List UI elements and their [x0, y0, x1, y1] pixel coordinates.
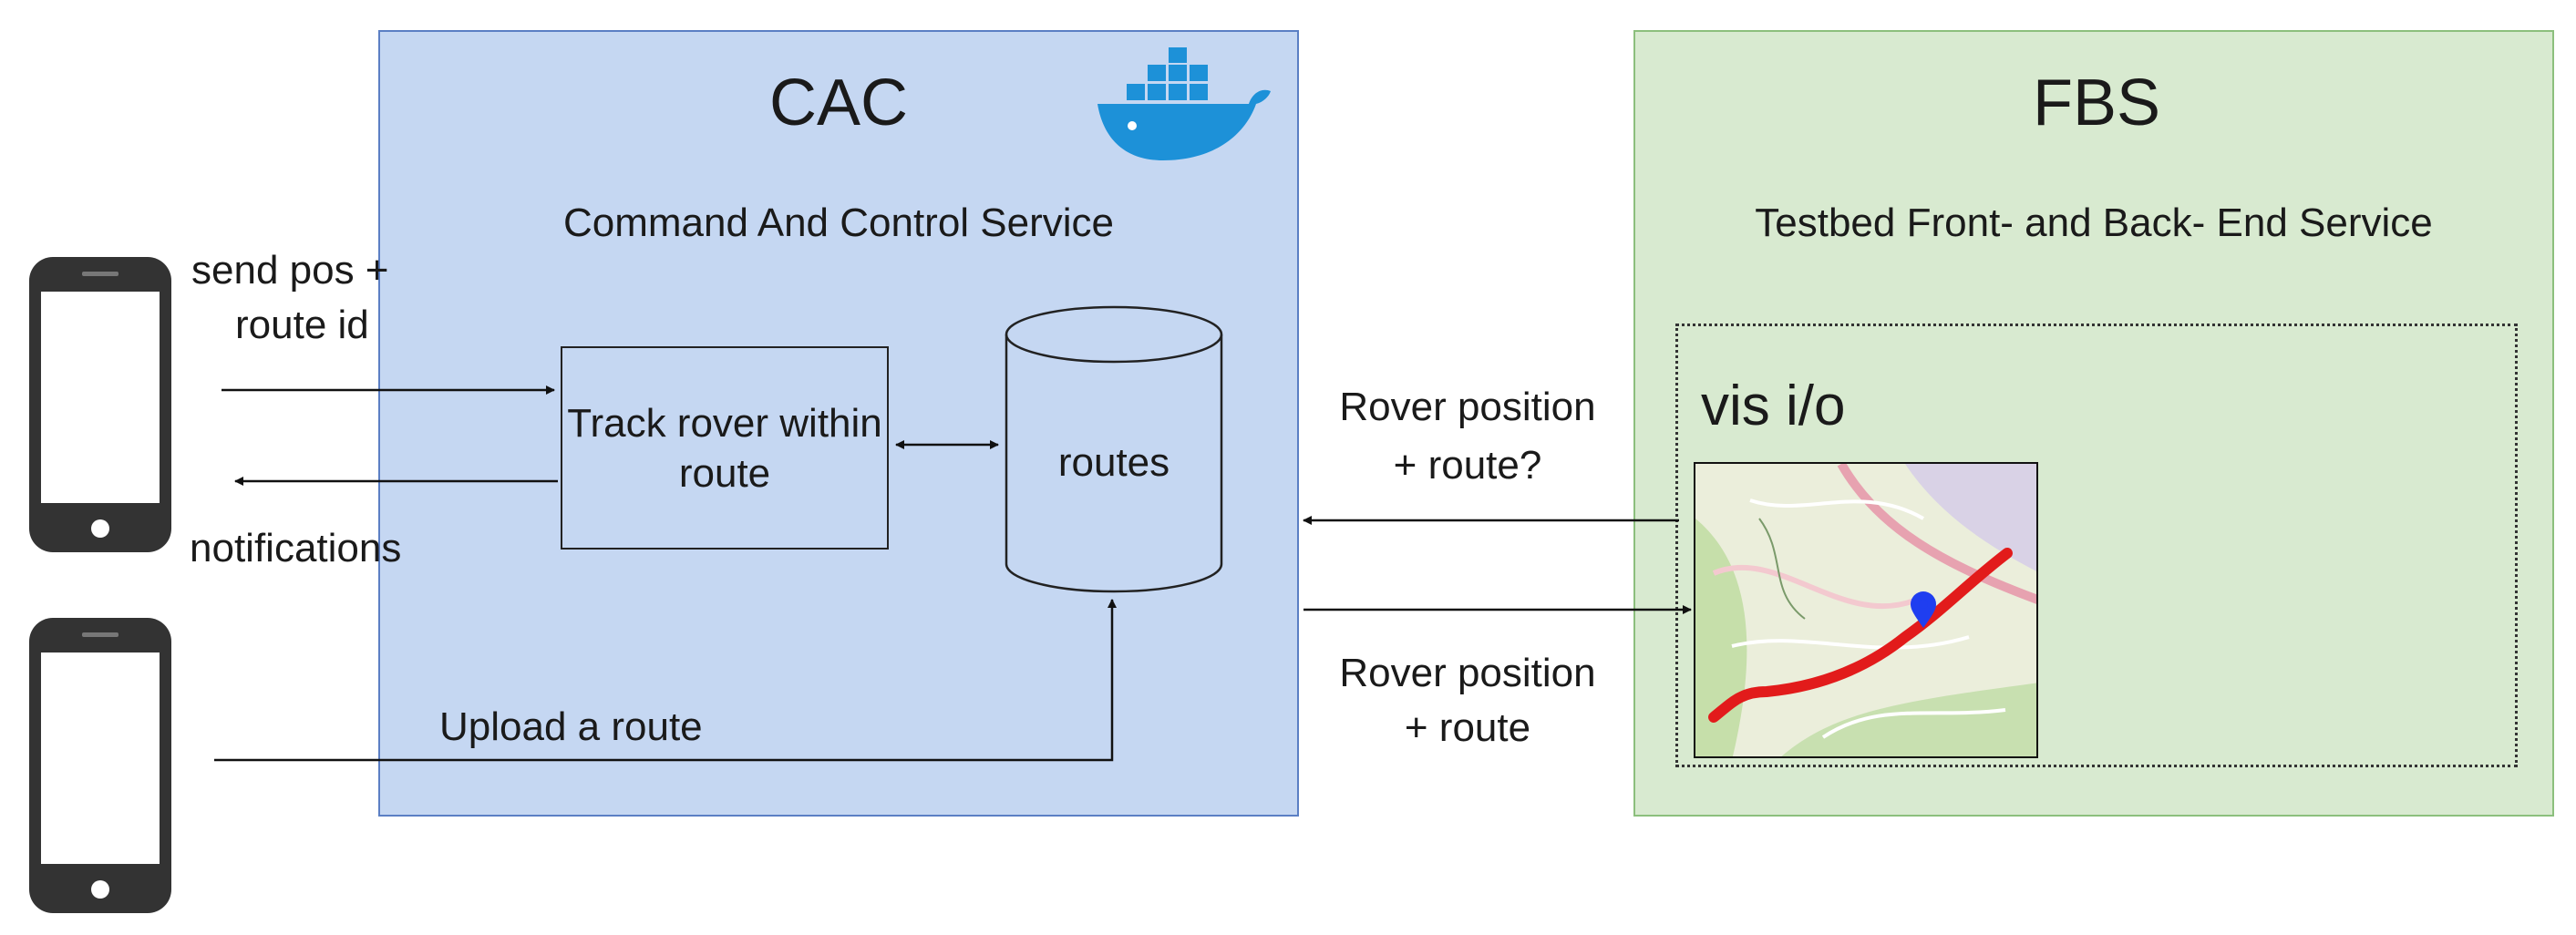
track-rover-label: Track rover within route: [567, 400, 882, 496]
upload-route-label: Upload a route: [439, 704, 703, 749]
response-label-line2: + route: [1404, 705, 1531, 750]
cac-title: CAC: [768, 67, 908, 139]
vis-io-panel: [1675, 324, 2518, 767]
route-line: [1708, 548, 2013, 723]
smartphone-icon: [27, 616, 173, 915]
request-label-line1: Rover position: [1339, 385, 1596, 429]
routes-label: routes: [1057, 440, 1170, 485]
send-pos-label-line2: route id: [235, 303, 369, 347]
request-label-line2: + route?: [1393, 443, 1542, 488]
vis-io-label: vis i/o: [1701, 375, 1846, 437]
notifications-label: notifications: [190, 526, 402, 570]
routes-database: [1005, 305, 1223, 597]
map-thumbnail: [1694, 462, 2038, 758]
cac-panel: [378, 30, 1299, 817]
fbs-subtitle: Testbed Front- and Back- End Service: [1755, 200, 2433, 245]
upload-route-arrow: [214, 599, 1117, 762]
response-label-line1: Rover position: [1339, 651, 1596, 695]
cac-subtitle: Command And Control Service: [562, 200, 1115, 245]
fbs-title: FBS: [2032, 67, 2161, 139]
docker-whale-icon: [1092, 47, 1274, 166]
send-pos-label-line1: send pos +: [191, 248, 389, 293]
location-pin-icon: [1911, 591, 1936, 628]
track-rover-box: Track rover within route: [561, 346, 889, 550]
smartphone-icon: [27, 255, 173, 554]
